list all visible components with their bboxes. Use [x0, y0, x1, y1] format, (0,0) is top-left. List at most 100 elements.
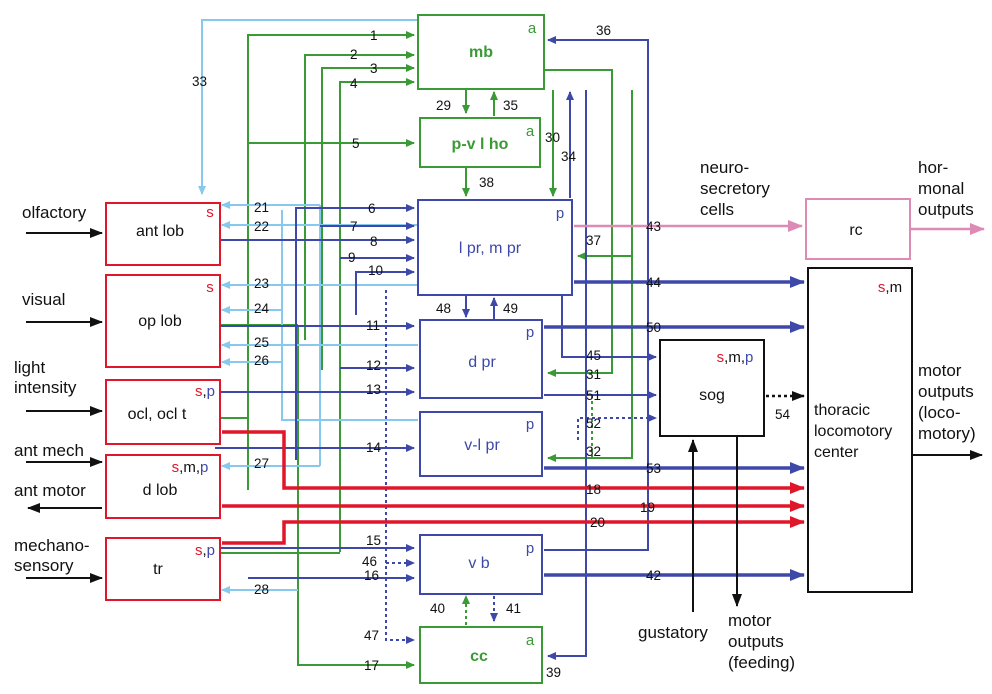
conn-15: 15	[366, 533, 381, 548]
input-visual: visual	[22, 290, 65, 309]
conn-12: 12	[366, 358, 381, 373]
box-antlob[interactable]: ant lob s	[105, 202, 221, 266]
box-sog[interactable]: sog s,m,p	[659, 339, 765, 437]
conn-47: 47	[364, 628, 379, 643]
conn-13: 13	[366, 382, 381, 397]
box-pvlho[interactable]: p-v l ho a	[419, 117, 541, 168]
conn-23: 23	[254, 276, 269, 291]
box-cc[interactable]: cc a	[419, 626, 543, 684]
conn-33: 33	[192, 74, 207, 89]
box-antlob-name: ant lob	[136, 223, 184, 240]
box-tr-tag: s,p	[195, 542, 215, 559]
box-mb-name: mb	[469, 44, 493, 61]
box-dpr-tag: p	[526, 324, 534, 341]
conn-45: 45	[586, 348, 601, 363]
conn-54: 54	[775, 407, 791, 422]
conn-38: 38	[479, 175, 494, 190]
box-vb[interactable]: v b p	[419, 534, 543, 595]
box-lpr-name: l pr, m pr	[459, 240, 522, 257]
conn-26: 26	[254, 353, 269, 368]
output-motor-feed-1: motor	[728, 611, 772, 630]
box-oplob-name: op lob	[138, 313, 182, 330]
box-dpr-name: d pr	[468, 354, 496, 371]
box-dlob-tag: s,m,p	[172, 459, 209, 476]
box-rc-name: rc	[849, 222, 862, 239]
conn-51: 51	[586, 388, 601, 403]
box-ocl-name: ocl, ocl t	[128, 406, 187, 423]
input-light-1: light	[14, 358, 45, 377]
conn-21: 21	[254, 200, 269, 215]
box-thoracic-line1: thoracic	[814, 402, 870, 419]
output-hormonal-2: monal	[918, 179, 964, 198]
box-cc-name: cc	[470, 648, 488, 665]
box-thoracic-tag: s,m	[878, 279, 902, 296]
conn-40: 40	[430, 601, 445, 616]
conn-49: 49	[503, 301, 518, 316]
box-lpr[interactable]: l pr, m pr p	[417, 199, 573, 296]
box-vlpr-tag: p	[526, 416, 534, 433]
output-motor-loco-4: motory)	[918, 424, 976, 443]
box-tr[interactable]: tr s,p	[105, 537, 221, 601]
box-vb-name: v b	[468, 555, 489, 572]
conn-24: 24	[254, 301, 270, 316]
input-mechano-2: sensory	[14, 556, 74, 575]
conn-6: 6	[368, 201, 376, 216]
conn-4: 4	[350, 76, 358, 91]
conn-1: 1	[370, 28, 378, 43]
conn-9: 9	[348, 250, 356, 265]
input-olfactory: olfactory	[22, 203, 87, 222]
conn-30: 30	[545, 130, 560, 145]
conn-28: 28	[254, 582, 269, 597]
output-neuro-3: cells	[700, 200, 734, 219]
conn-39: 39	[546, 665, 561, 680]
box-vlpr-name: v-l pr	[464, 437, 500, 454]
conn-11: 11	[366, 318, 380, 333]
conn-34: 34	[561, 149, 577, 164]
conn-8: 8	[370, 234, 378, 249]
input-light-2: intensity	[14, 378, 77, 397]
box-rc[interactable]: rc	[805, 198, 911, 260]
output-motor-loco-3: (loco-	[918, 403, 961, 422]
box-tr-name: tr	[153, 561, 163, 578]
conn-16: 16	[364, 568, 379, 583]
conn-27: 27	[254, 456, 269, 471]
input-mechano-1: mechano-	[14, 536, 90, 555]
output-motor-loco-1: motor	[918, 361, 962, 380]
box-mb-tag: a	[528, 20, 537, 37]
box-antlob-tag: s	[206, 204, 214, 221]
conn-41: 41	[506, 601, 521, 616]
side-labels: olfactory visual light intensity ant mec…	[14, 158, 976, 672]
conn-35: 35	[503, 98, 518, 113]
conn-7: 7	[350, 219, 358, 234]
box-thoracic-line3: center	[814, 444, 859, 461]
output-hormonal-3: outputs	[918, 200, 974, 219]
box-thoracic-line2: locomotory	[814, 423, 892, 440]
box-mb[interactable]: mb a	[417, 14, 545, 90]
conn-36: 36	[596, 23, 611, 38]
box-vlpr[interactable]: v-l pr p	[419, 411, 543, 477]
input-antmotor: ant motor	[14, 481, 86, 500]
box-sog-name: sog	[699, 387, 725, 404]
box-dlob[interactable]: d lob s,m,p	[105, 454, 221, 519]
box-dpr[interactable]: d pr p	[419, 319, 543, 399]
box-ocl[interactable]: ocl, ocl t s,p	[105, 379, 221, 445]
box-cc-tag: a	[526, 632, 535, 649]
conn-22: 22	[254, 219, 269, 234]
conn-46: 46	[362, 554, 377, 569]
conn-10: 10	[368, 263, 383, 278]
conn-14: 14	[366, 440, 382, 455]
connection-numbers: 1 2 3 4 5 6 7 8 9 10 11 12 13 14 15 16 1…	[192, 23, 791, 680]
conn-31: 31	[586, 367, 601, 382]
box-pvlho-name: p-v l ho	[452, 136, 509, 153]
box-lpr-tag: p	[556, 205, 564, 222]
box-oplob[interactable]: op lob s	[105, 274, 221, 368]
input-gustatory: gustatory	[638, 623, 708, 642]
output-motor-feed-2: outputs	[728, 632, 784, 651]
conn-5: 5	[352, 136, 360, 151]
output-motor-feed-3: (feeding)	[728, 653, 795, 672]
box-thoracic[interactable]: thoracic locomotory center s,m	[807, 267, 913, 593]
box-dlob-name: d lob	[143, 482, 178, 499]
conn-29: 29	[436, 98, 451, 113]
conn-32: 32	[586, 444, 601, 459]
